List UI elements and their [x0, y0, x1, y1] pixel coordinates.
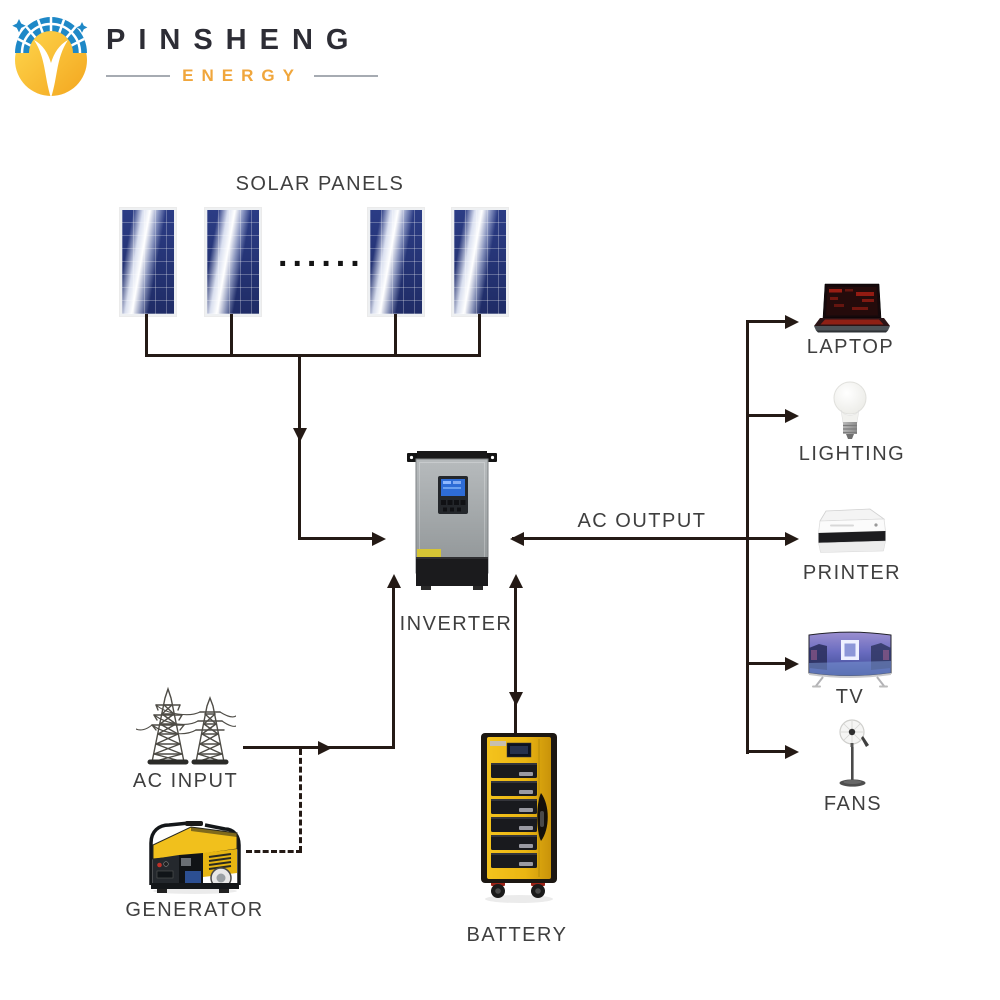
printer-icon: [810, 508, 890, 563]
tv-icon: [807, 630, 893, 693]
arrowhead-to-fans: [785, 745, 799, 759]
connector-panel1-stem: [145, 314, 148, 356]
arrowhead-acinput-into-inverter: [386, 574, 401, 588]
laptop-icon: [812, 283, 892, 340]
connector-generator-dashed-h: [246, 850, 302, 853]
brand-subtitle-row: ENERGY: [106, 66, 379, 86]
subtitle-right-rule: [313, 75, 379, 77]
fans-label: FANS: [823, 793, 883, 815]
connector-generator-dashed-v: [299, 749, 302, 852]
arrowhead-solar-down: [292, 428, 307, 442]
arrowhead-toward-battery: [508, 692, 523, 706]
arrowhead-acinput-right: [318, 740, 332, 755]
connector-solar-drop: [298, 354, 301, 540]
solar-ellipsis: ......: [278, 236, 365, 274]
connector-solar-bus: [145, 354, 481, 357]
battery-icon: [475, 731, 563, 911]
arrowhead-into-inverter-bottom: [508, 574, 523, 588]
solar-panel-icon: [120, 208, 176, 316]
inverter-icon: [407, 450, 497, 603]
arrowhead-to-printer: [785, 531, 799, 546]
generator-icon: [145, 815, 245, 900]
power-grid-towers-icon: [135, 684, 237, 777]
pedestal-fan-icon: [833, 719, 875, 800]
lighting-label: LIGHTING: [798, 443, 906, 465]
logo-icon: [12, 8, 90, 103]
brand-name: PINSHENG: [106, 24, 362, 56]
arrowhead-to-tv: [785, 657, 799, 671]
connector-branch-tv: [749, 662, 788, 665]
solar-panel-icon: [452, 208, 508, 316]
arrowhead-to-lighting: [785, 409, 799, 423]
connector-panel4-stem: [478, 314, 481, 356]
connector-inverter-battery: [514, 578, 517, 735]
solar-panel-icon: [368, 208, 424, 316]
printer-label: PRINTER: [802, 562, 902, 584]
generator-label: GENERATOR: [125, 899, 264, 921]
arrowhead-to-laptop: [785, 315, 799, 329]
connector-acinput-riser: [392, 578, 395, 749]
connector-branch-lighting: [749, 414, 788, 417]
solar-panel-icon: [205, 208, 261, 316]
inverter-label: INVERTER: [399, 613, 513, 635]
connector-loads-bus: [746, 320, 749, 754]
subtitle-left-rule: [106, 75, 171, 77]
laptop-label: LAPTOP: [806, 336, 895, 358]
ac-input-label: AC INPUT: [132, 770, 239, 792]
solar-panels-label: SOLAR PANELS: [235, 173, 405, 195]
connector-solar-to-inverter: [298, 537, 374, 540]
battery-label: BATTERY: [466, 924, 568, 946]
brand-subtitle: ENERGY: [182, 66, 302, 85]
connector-branch-laptop: [746, 320, 788, 323]
arrowhead-into-inverter-left: [372, 531, 386, 546]
connector-panel2-stem: [230, 314, 233, 356]
connector-branch-fans: [746, 750, 788, 753]
connector-ac-output: [512, 537, 787, 540]
ac-output-label: AC OUTPUT: [577, 510, 707, 532]
tv-label: TV: [835, 686, 865, 708]
light-bulb-icon: [832, 379, 868, 446]
arrowhead-into-inverter-right: [510, 531, 524, 546]
connector-panel3-stem: [394, 314, 397, 356]
